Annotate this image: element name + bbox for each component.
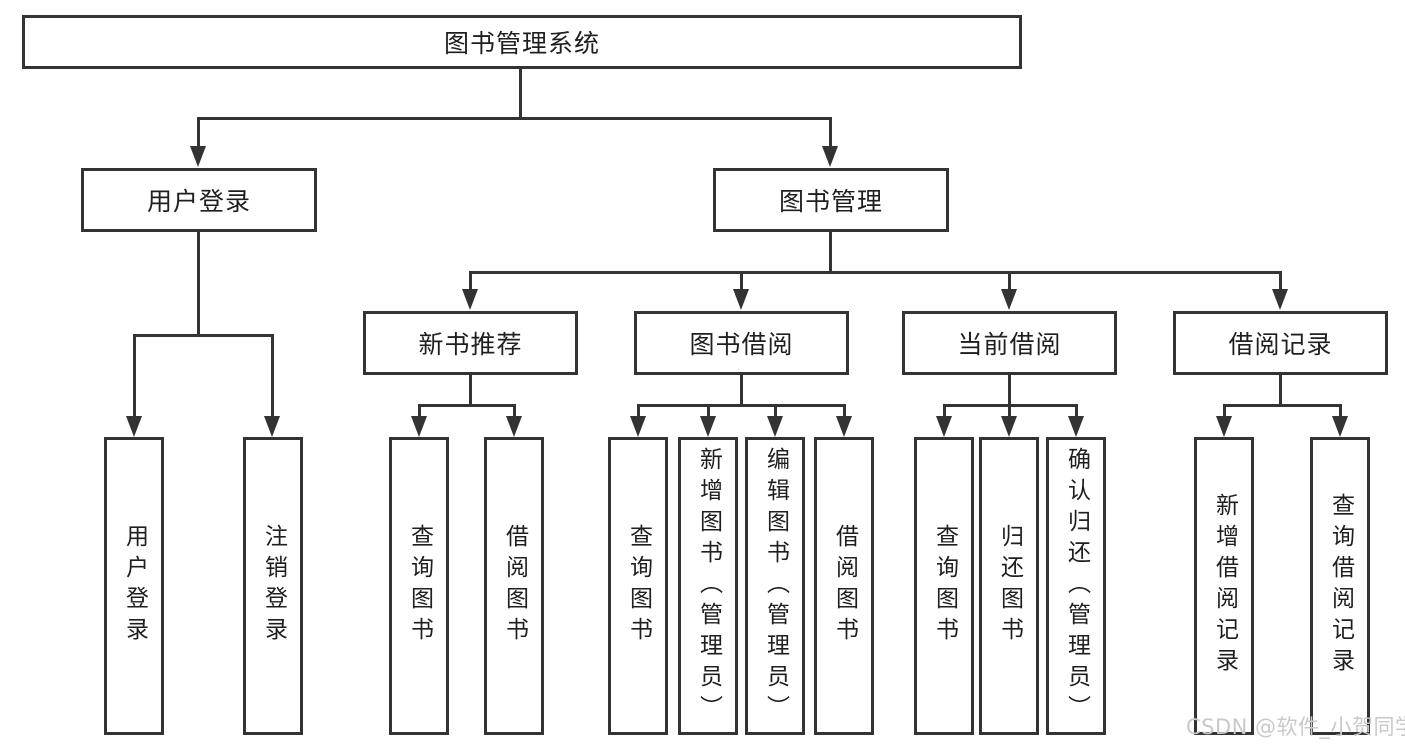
leaf-recommend-query-books-label: 查询图书: [406, 524, 433, 648]
connector-drop-user-login: [197, 117, 200, 150]
leaf-current-query-books: 查询图书: [914, 437, 974, 735]
arrow-to-user-login: [190, 146, 206, 167]
leaf-confirm-return-admin: 确认归还（管理员）: [1046, 437, 1106, 735]
connector-user-login-stub: [197, 232, 200, 337]
connector-current-borrow-stub: [1008, 375, 1011, 406]
arrow-to-borrow-records: [1272, 289, 1288, 310]
arrow-to-bb-add: [700, 416, 716, 437]
watermark: CSDN @软件_小贺同学: [1186, 715, 1405, 739]
connector-root-stub: [519, 68, 522, 119]
connector-borrow-records-bus: [1223, 404, 1342, 407]
arrow-to-bb-query: [630, 416, 646, 437]
arrow-to-br-query: [1332, 416, 1348, 437]
connector-drop-bb-edit: [774, 404, 777, 418]
node-library-system-label: 图书管理系统: [443, 29, 600, 58]
leaf-add-borrow-record-label: 新增借阅记录: [1211, 493, 1238, 679]
connector-drop-leaf-user-login: [133, 334, 136, 418]
leaf-recommend-query-books: 查询图书: [389, 437, 449, 735]
connector-book-borrow-bus: [637, 404, 846, 407]
connector-new-book-stub: [469, 375, 472, 406]
connector-drop-br-add: [1223, 404, 1226, 418]
connector-new-book-bus: [418, 404, 516, 407]
leaf-logout: 注销登录: [243, 437, 303, 735]
arrow-to-bb-edit: [767, 416, 783, 437]
arrow-to-nb-borrow: [506, 416, 522, 437]
leaf-recommend-borrow-books-label: 借阅图书: [501, 524, 528, 648]
connector-user-login-bus: [133, 334, 274, 337]
connector-drop-current-borrow: [1008, 271, 1011, 291]
leaf-user-login: 用户登录: [104, 437, 164, 735]
connector-book-borrow-stub: [740, 375, 743, 406]
connector-drop-br-query: [1339, 404, 1342, 418]
arrow-to-cb-return: [1001, 416, 1017, 437]
leaf-edit-book-admin-label: 编辑图书（管理员）: [762, 446, 789, 726]
connector-drop-nb-borrow: [513, 404, 516, 418]
node-book-borrow-label: 图书借阅: [689, 330, 794, 359]
connector-borrow-records-stub: [1279, 375, 1282, 406]
leaf-borrow-query-books-label: 查询图书: [625, 524, 652, 648]
arrow-to-br-add: [1216, 416, 1232, 437]
leaf-return-books-label: 归还图书: [996, 524, 1023, 648]
leaf-borrow-books-label: 借阅图书: [831, 524, 858, 648]
leaf-confirm-return-admin-label: 确认归还（管理员）: [1063, 446, 1090, 726]
connector-drop-borrow-records: [1279, 271, 1282, 291]
connector-drop-cb-return: [1008, 404, 1011, 418]
connector-book-management-stub: [829, 232, 832, 274]
connector-drop-bb-query: [637, 404, 640, 418]
arrow-to-leaf-logout: [264, 416, 280, 437]
node-book-borrow: 图书借阅: [634, 311, 849, 375]
arrow-to-cb-query: [936, 416, 952, 437]
arrow-to-nb-query: [411, 416, 427, 437]
arrow-to-cb-confirm: [1068, 416, 1084, 437]
node-user-login: 用户登录: [81, 168, 317, 232]
connector-level3-bus: [469, 271, 1282, 274]
leaf-add-book-admin-label: 新增图书（管理员）: [695, 446, 722, 726]
arrow-to-book-management: [822, 146, 838, 167]
arrow-to-bb-borrow: [836, 416, 852, 437]
node-borrow-records: 借阅记录: [1173, 311, 1388, 375]
leaf-add-borrow-record: 新增借阅记录: [1194, 437, 1254, 735]
leaf-logout-label: 注销登录: [260, 524, 287, 648]
leaf-borrow-books: 借阅图书: [814, 437, 874, 735]
connector-drop-new-book: [469, 271, 472, 291]
leaf-user-login-label: 用户登录: [121, 524, 148, 648]
connector-root-bus: [197, 117, 831, 120]
leaf-borrow-query-books: 查询图书: [608, 437, 668, 735]
connector-drop-bb-borrow: [843, 404, 846, 418]
connector-drop-leaf-logout: [271, 334, 274, 418]
leaf-edit-book-admin: 编辑图书（管理员）: [745, 437, 805, 735]
arrow-to-leaf-user-login: [126, 416, 142, 437]
leaf-current-query-books-label: 查询图书: [931, 524, 958, 648]
node-new-book-recommend: 新书推荐: [363, 311, 578, 375]
connector-drop-book-borrow: [740, 271, 743, 291]
connector-drop-book-management: [829, 117, 832, 150]
arrow-to-book-borrow: [733, 289, 749, 310]
connector-drop-nb-query: [418, 404, 421, 418]
node-borrow-records-label: 借阅记录: [1228, 330, 1333, 359]
node-library-system: 图书管理系统: [22, 15, 1022, 69]
arrow-to-new-book: [462, 289, 478, 310]
node-new-book-recommend-label: 新书推荐: [418, 330, 523, 359]
node-book-management-label: 图书管理: [778, 187, 883, 216]
leaf-recommend-borrow-books: 借阅图书: [484, 437, 544, 735]
node-current-borrow-label: 当前借阅: [957, 330, 1062, 359]
node-current-borrow: 当前借阅: [902, 311, 1117, 375]
connector-drop-cb-query: [943, 404, 946, 418]
leaf-return-books: 归还图书: [979, 437, 1039, 735]
connector-drop-cb-confirm: [1075, 404, 1078, 418]
leaf-query-borrow-record: 查询借阅记录: [1310, 437, 1370, 735]
node-user-login-label: 用户登录: [146, 187, 251, 216]
node-book-management: 图书管理: [713, 168, 949, 232]
connector-drop-bb-add: [707, 404, 710, 418]
arrow-to-current-borrow: [1001, 289, 1017, 310]
leaf-query-borrow-record-label: 查询借阅记录: [1327, 493, 1354, 679]
leaf-add-book-admin: 新增图书（管理员）: [678, 437, 738, 735]
